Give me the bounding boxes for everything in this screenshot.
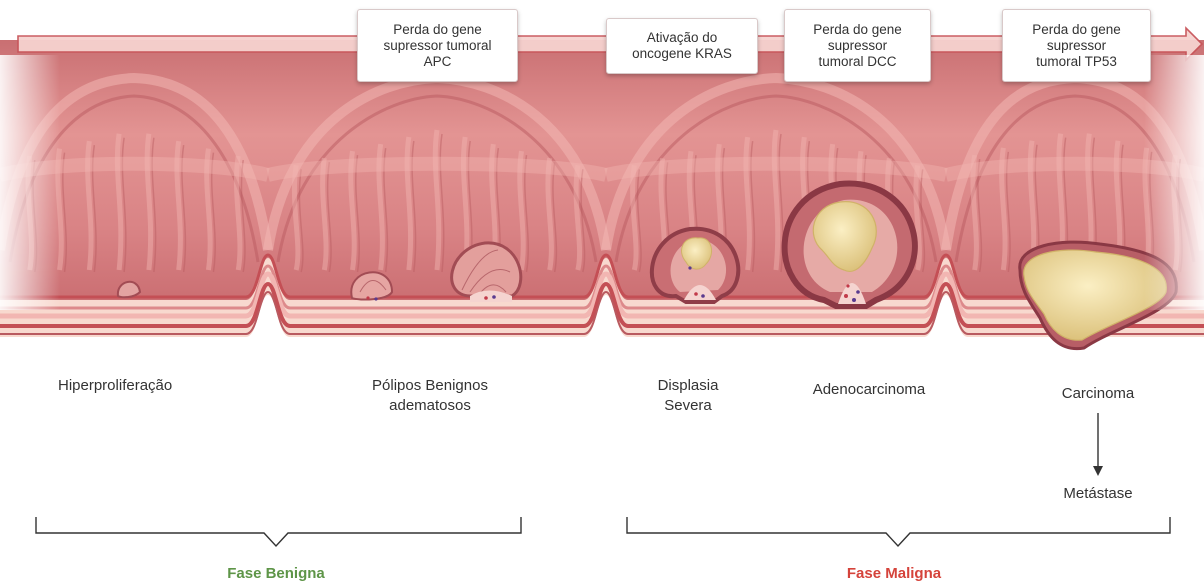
stage-label-hyperproliferation: Hiperproliferação	[58, 376, 208, 396]
severe-dysplasia-lesion	[652, 229, 738, 302]
gene-event-dcc: Perda do gene supressor tumoral DCC	[784, 9, 931, 82]
stage-label-carcinoma: Carcinoma	[1040, 384, 1156, 404]
adenocarcinoma-lesion	[785, 184, 915, 306]
hyperproliferation-lesion	[118, 282, 140, 297]
stage-label-severe-dysplasia: Displasia Severa	[640, 376, 736, 416]
gene-event-tp53: Perda do gene supressor tumoral TP53	[1002, 9, 1151, 82]
gene-event-apc: Perda do gene supressor tumoral APC	[357, 9, 518, 82]
malignant-phase-bracket	[627, 517, 1170, 546]
stage-label-metastasis: Metástase	[1046, 484, 1150, 504]
metastasis-arrow	[1093, 413, 1103, 476]
phase-label-benign: Fase Benigna	[196, 565, 356, 582]
stage-label-benign-polyps: Pólipos Benignos adematosos	[350, 376, 510, 416]
benign-phase-bracket	[36, 517, 521, 546]
phase-label-malignant: Fase Maligna	[804, 565, 984, 582]
gene-event-kras: Ativação do oncogene KRAS	[606, 18, 758, 74]
stage-label-adenocarcinoma: Adenocarcinoma	[794, 380, 944, 400]
